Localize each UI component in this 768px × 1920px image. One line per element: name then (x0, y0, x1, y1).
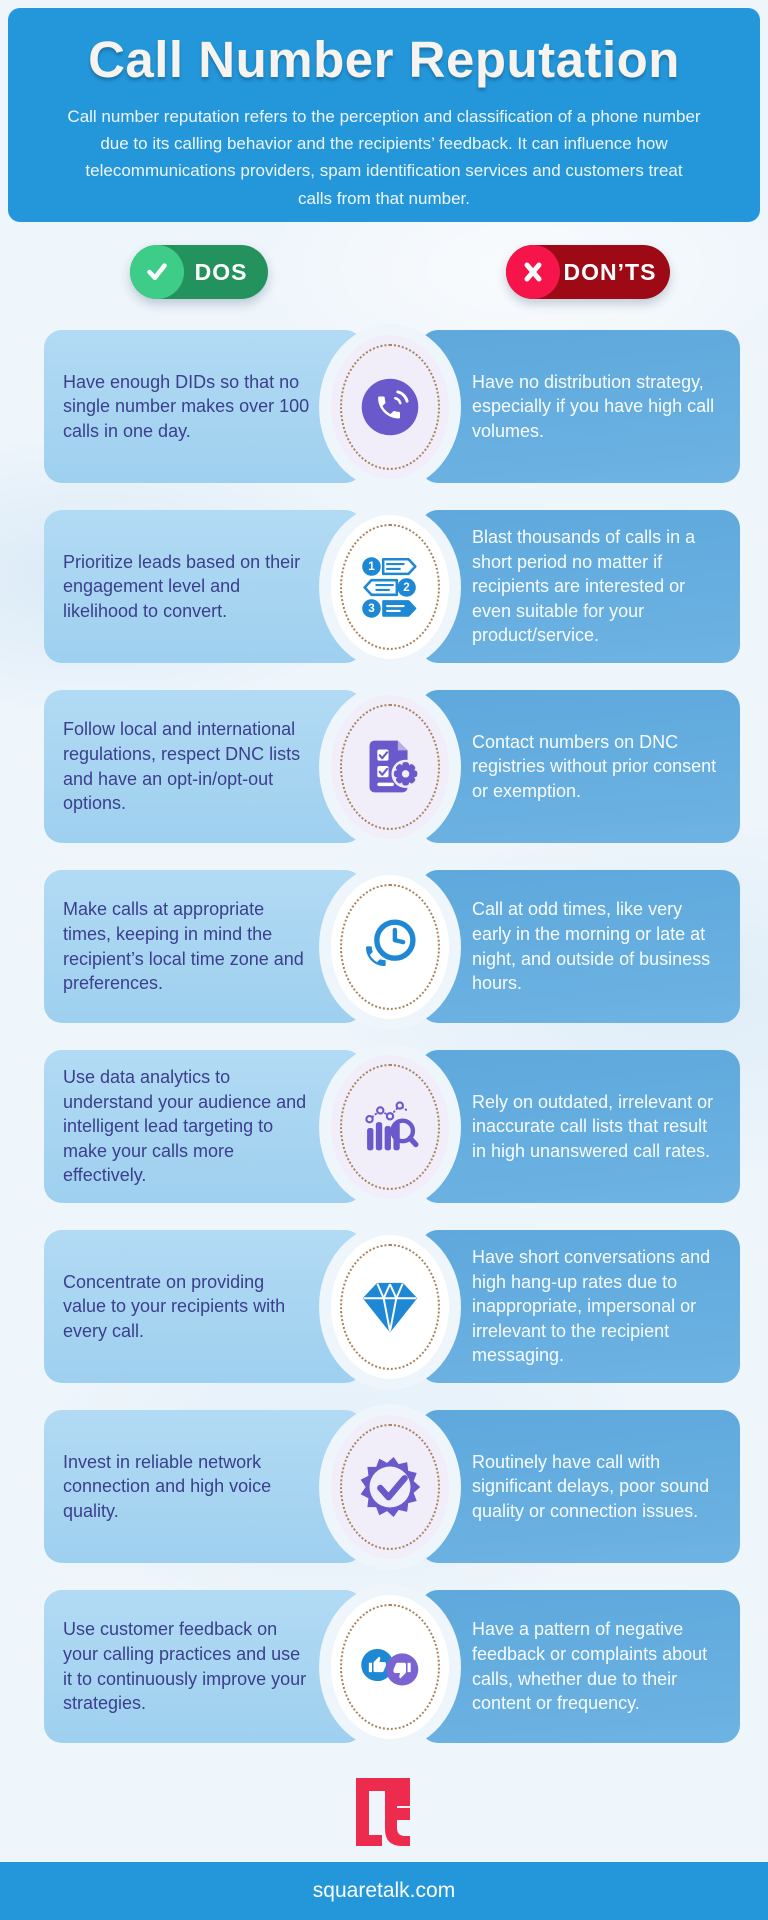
header-banner: Call Number Reputation Call number reput… (8, 8, 760, 222)
dos-donts-list: Have enough DIDs so that no single numbe… (0, 324, 768, 1770)
do-card: Make calls at appropriate times, keeping… (44, 870, 363, 1023)
dotted-ring (340, 704, 440, 830)
do-text: Follow local and international regulatio… (63, 719, 301, 814)
dont-card: Routinely have call with significant del… (420, 1410, 740, 1563)
dont-card: Have short conversations and high hang-u… (420, 1230, 740, 1383)
dont-text: Have short conversations and high hang-u… (472, 1246, 711, 1366)
dos-badge: DOS (130, 245, 268, 299)
dont-text: Have a pattern of negative feedback or c… (472, 1619, 708, 1714)
check-icon (130, 245, 184, 299)
footer-bar: squaretalk.com (0, 1862, 768, 1920)
do-text: Have enough DIDs so that no single numbe… (63, 371, 310, 441)
dont-card: Contact numbers on DNC registries withou… (420, 690, 740, 843)
dotted-ring (340, 1244, 440, 1370)
dont-text: Routinely have call with significant del… (472, 1451, 710, 1521)
do-text: Invest in reliable network connection an… (63, 1451, 272, 1521)
dont-card: Have a pattern of negative feedback or c… (420, 1590, 740, 1743)
do-text: Use data analytics to understand your au… (63, 1066, 307, 1186)
icon-medallion (319, 864, 461, 1030)
do-card: Use customer feedback on your calling pr… (44, 1590, 363, 1743)
page-title: Call Number Reputation (88, 31, 680, 88)
website-text: squaretalk.com (312, 1879, 456, 1902)
icon-medallion (319, 684, 461, 850)
row-analytics: Use data analytics to understand your au… (0, 1044, 768, 1210)
dotted-ring (340, 1424, 440, 1550)
do-card: Follow local and international regulatio… (44, 690, 363, 843)
do-text: Make calls at appropriate times, keeping… (63, 899, 304, 994)
icon-medallion (319, 1584, 461, 1750)
dotted-ring (340, 884, 440, 1010)
dont-text: Have no distribution strategy, especiall… (472, 371, 715, 441)
icon-medallion (319, 324, 461, 490)
do-card: Have enough DIDs so that no single numbe… (44, 330, 363, 483)
row-feedback: Use customer feedback on your calling pr… (0, 1584, 768, 1750)
icon-medallion (319, 1224, 461, 1390)
dotted-ring (340, 1604, 440, 1730)
dont-card: Have no distribution strategy, especiall… (420, 330, 740, 483)
row-call-times: Make calls at appropriate times, keeping… (0, 864, 768, 1030)
x-icon (506, 245, 560, 299)
row-lead-priority: Prioritize leads based on their engageme… (0, 504, 768, 670)
dont-card: Rely on outdated, irrelevant or inaccura… (420, 1050, 740, 1203)
icon-medallion (319, 1044, 461, 1210)
dotted-ring (340, 344, 440, 470)
icon-medallion: 1 2 3 (319, 504, 461, 670)
row-value: Concentrate on providing value to your r… (0, 1224, 768, 1390)
do-card: Prioritize leads based on their engageme… (44, 510, 363, 663)
dont-text: Blast thousands of calls in a short peri… (472, 526, 696, 646)
dotted-ring (340, 524, 440, 650)
do-card: Concentrate on providing value to your r… (44, 1230, 363, 1383)
do-text: Use customer feedback on your calling pr… (63, 1619, 307, 1714)
donts-badge: DON’TS (506, 245, 670, 299)
dont-card: Call at odd times, like very early in th… (420, 870, 740, 1023)
do-card: Use data analytics to understand your au… (44, 1050, 363, 1203)
dos-label: DOS (194, 258, 248, 285)
do-text: Concentrate on providing value to your r… (63, 1271, 286, 1341)
page-description: Call number reputation refers to the per… (67, 107, 701, 208)
row-distribution: Have enough DIDs so that no single numbe… (0, 324, 768, 490)
do-text: Prioritize leads based on their engageme… (63, 551, 301, 621)
dont-text: Call at odd times, like very early in th… (472, 899, 711, 994)
icon-medallion (319, 1404, 461, 1570)
donts-label: DON’TS (563, 258, 657, 285)
row-quality: Invest in reliable network connection an… (0, 1404, 768, 1570)
do-card: Invest in reliable network connection an… (44, 1410, 363, 1563)
row-regulations: Follow local and international regulatio… (0, 684, 768, 850)
squaretalk-logo (352, 1776, 416, 1853)
dont-text: Contact numbers on DNC registries withou… (472, 731, 717, 801)
dotted-ring (340, 1064, 440, 1190)
dont-card: Blast thousands of calls in a short peri… (420, 510, 740, 663)
dont-text: Rely on outdated, irrelevant or inaccura… (472, 1091, 714, 1161)
